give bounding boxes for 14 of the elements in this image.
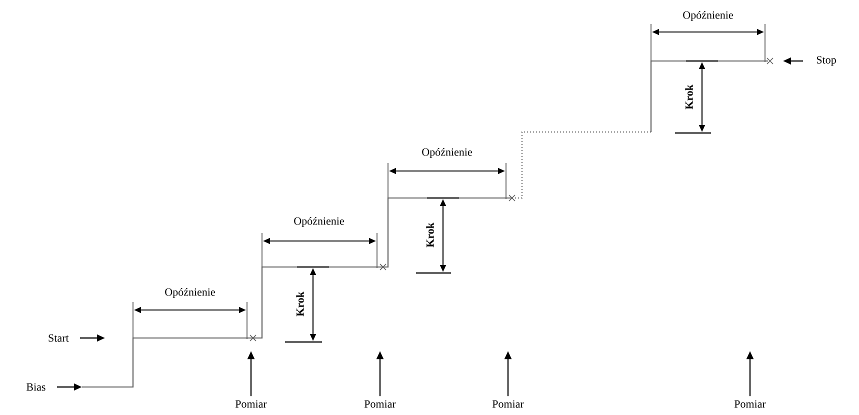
- signal-label: Stop: [816, 56, 836, 66]
- dimension-label: Opóźnienie: [165, 288, 215, 298]
- measurement-label: Pomiar: [364, 400, 396, 408]
- dimension-label: Opóźnienie: [683, 11, 733, 21]
- dimension-label: Krok: [426, 222, 434, 248]
- dimension-label: Opóźnienie: [294, 217, 344, 227]
- measurement-label: Pomiar: [734, 400, 766, 408]
- dimension-label: Krok: [296, 292, 304, 316]
- signal-label: Bias: [26, 383, 46, 391]
- dimension-label: Opóźnienie: [422, 148, 472, 158]
- signal-label: Start: [48, 334, 69, 342]
- dimension-label: Krok: [685, 84, 693, 110]
- measurement-label: Pomiar: [492, 400, 524, 408]
- measurement-label: Pomiar: [235, 400, 267, 408]
